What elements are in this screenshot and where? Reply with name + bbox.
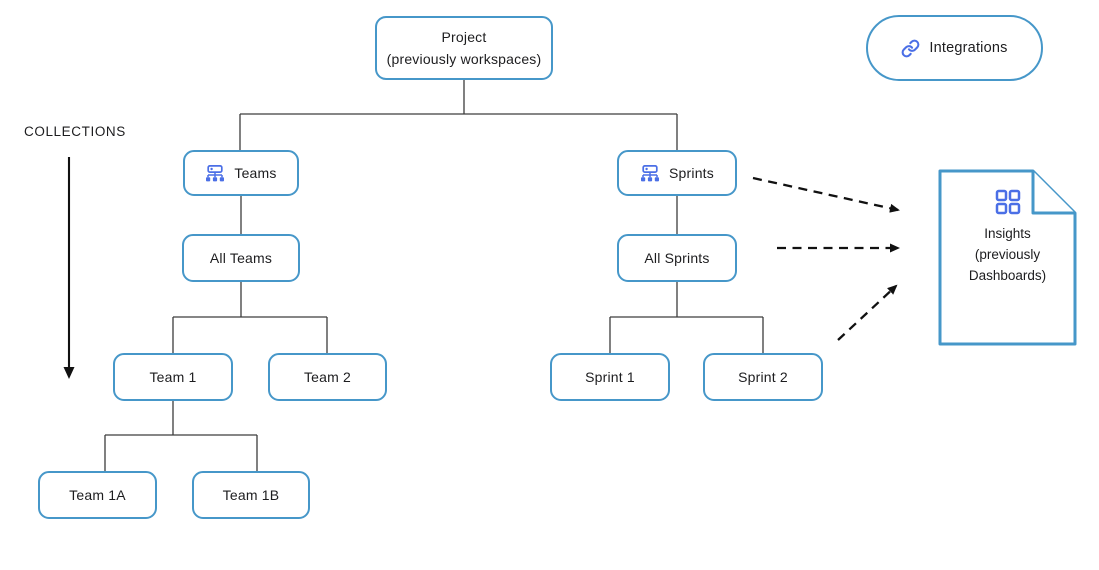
node-project: Project (previously workspaces) [375, 16, 553, 80]
node-sprint-1-label: Sprint 1 [585, 369, 635, 385]
insights-line1: Insights [984, 226, 1031, 241]
collections-label: COLLECTIONS [24, 124, 126, 139]
grid-icon [995, 189, 1021, 215]
node-all-sprints: All Sprints [617, 234, 737, 282]
node-team-1-label: Team 1 [149, 369, 197, 385]
insights-line3: Dashboards) [968, 267, 1047, 283]
node-project-line2: (previously workspaces) [386, 50, 542, 67]
node-teams-label: Teams [234, 165, 277, 181]
dashed-arrow-sprint2-to-insights [837, 284, 898, 341]
node-sprints: Sprints [617, 150, 737, 196]
node-team-1b: Team 1B [192, 471, 310, 519]
node-all-teams: All Teams [182, 234, 300, 282]
insights-document: Insights (previously Dashboards) [938, 169, 1077, 346]
node-project-line1: Project [441, 28, 487, 45]
integrations-label: Integrations [929, 40, 1008, 56]
insights-line2: (previously [974, 246, 1041, 262]
tree-connectors [104, 80, 764, 471]
node-sprint-2: Sprint 2 [703, 353, 823, 401]
integrations-pill: Integrations [866, 15, 1043, 81]
node-team-1a-label: Team 1A [69, 487, 126, 503]
link-icon [901, 39, 920, 58]
node-team-1: Team 1 [113, 353, 233, 401]
node-all-sprints-label: All Sprints [644, 250, 710, 266]
node-all-teams-label: All Teams [209, 250, 273, 266]
node-teams: Teams [183, 150, 299, 196]
node-team-2: Team 2 [268, 353, 387, 401]
node-sprint-1: Sprint 1 [550, 353, 670, 401]
org-chart-icon [640, 164, 660, 182]
dashed-arrow-sprints-to-insights [752, 176, 900, 213]
org-chart-icon [205, 164, 225, 182]
node-team-1b-label: Team 1B [222, 487, 280, 503]
node-team-1a: Team 1A [38, 471, 157, 519]
node-sprints-label: Sprints [669, 165, 714, 181]
document-shape [938, 169, 1077, 346]
node-sprint-2-label: Sprint 2 [738, 369, 788, 385]
node-team-2-label: Team 2 [303, 369, 352, 385]
